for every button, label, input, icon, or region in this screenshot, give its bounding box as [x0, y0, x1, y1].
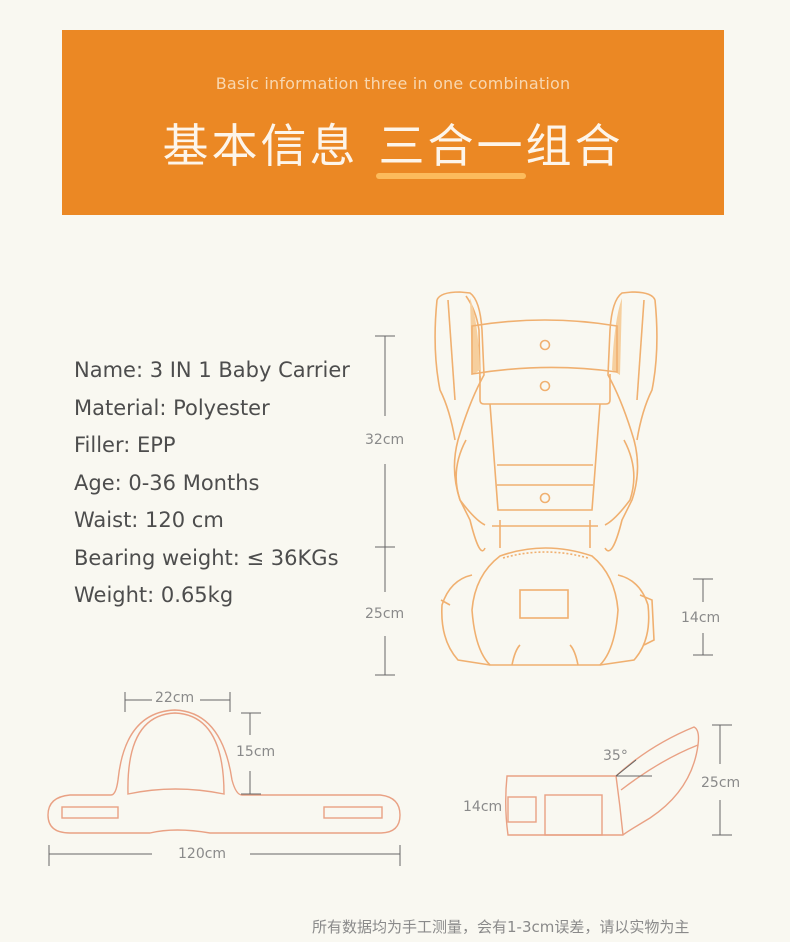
- carrier-height-dimension: [375, 335, 395, 676]
- spec-bearing-weight: Bearing weight: ≤ 36KGs: [74, 545, 339, 570]
- spec-age: Age: 0-36 Months: [74, 470, 260, 495]
- carrier-depth-label: 14cm: [681, 610, 721, 626]
- banner-title-left: 基本信息: [162, 119, 359, 173]
- spec-material: Material: Polyester: [74, 395, 270, 420]
- belt-dimensions: [48, 692, 401, 866]
- banner-subtitle: Basic information three in one combinati…: [215, 74, 571, 93]
- seat-dimensions: [615, 724, 732, 836]
- seat-drawing-icon: [505, 726, 700, 836]
- spec-waist: Waist: 120 cm: [74, 508, 224, 532]
- belt-drawing-icon: [47, 709, 401, 834]
- belt-head-width-label: 22cm: [155, 690, 195, 706]
- spec-name: Name: 3 IN 1 Baby Carrier: [74, 358, 350, 382]
- seat-width-label: 14cm: [463, 799, 503, 815]
- banner-title: 基本信息三合一组合: [62, 110, 724, 176]
- belt-head-height-label: 15cm: [236, 744, 276, 760]
- spec-weight: Weight: 0.65kg: [74, 583, 234, 607]
- spec-filler: Filler: EPP: [74, 433, 176, 457]
- spec-list: Name: 3 IN 1 Baby Carrier Material: Poly…: [74, 352, 350, 615]
- carrier-depth-dimension: [693, 578, 713, 656]
- belt-length-label: 120cm: [178, 846, 227, 862]
- carrier-upper-height-label: 32cm: [365, 432, 405, 448]
- banner-title-right: 三合一组合: [378, 119, 624, 173]
- measurement-disclaimer: 所有数据均为手工测量，会有1-3cm误差，请以实物为主: [312, 918, 690, 936]
- header-banner: Basic information three in one combinati…: [62, 30, 724, 215]
- banner-underline: [376, 173, 526, 179]
- seat-angle-label: 35°: [603, 748, 628, 764]
- carrier-lower-height-label: 25cm: [365, 606, 405, 622]
- carrier-drawing-icon: [434, 291, 658, 666]
- seat-height-label: 25cm: [701, 775, 741, 791]
